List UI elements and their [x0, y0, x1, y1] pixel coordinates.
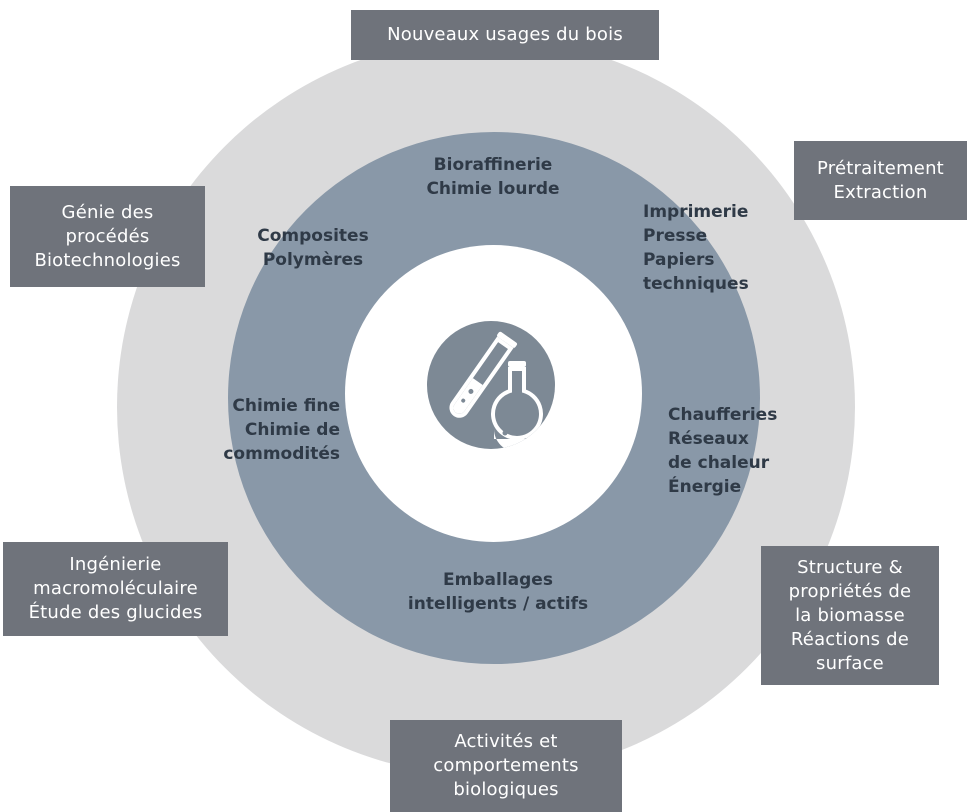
box-nouveaux-usages: Nouveaux usages du bois: [351, 10, 659, 60]
label-emballages: Emballages intelligents / actifs: [407, 570, 589, 614]
label-composites: Composites Polymères: [257, 226, 369, 270]
box-activites-biologiques: Activités et comportements biologiques: [390, 720, 622, 812]
box-structure-biomasse: Structure & propriétés de la biomasse Ré…: [761, 546, 939, 685]
box-pretraitement: Prétraitement Extraction: [794, 141, 967, 220]
box-genie-procedes: Génie des procédés Biotechnologies: [10, 186, 205, 287]
label-bioraffinerie: Bioraffinerie Chimie lourde: [426, 155, 560, 199]
label-chaufferies: Chaufferies Réseaux de chaleur Énergie: [668, 405, 778, 497]
label-imprimerie: Imprimerie Presse Papiers techniques: [643, 202, 749, 294]
lab-glassware-icon: [427, 321, 555, 449]
label-chimie-fine: Chimie fine Chimie de commodités: [223, 396, 340, 464]
box-ingenierie-macromoleculaire: Ingénierie macromoléculaire Étude des gl…: [3, 542, 228, 636]
